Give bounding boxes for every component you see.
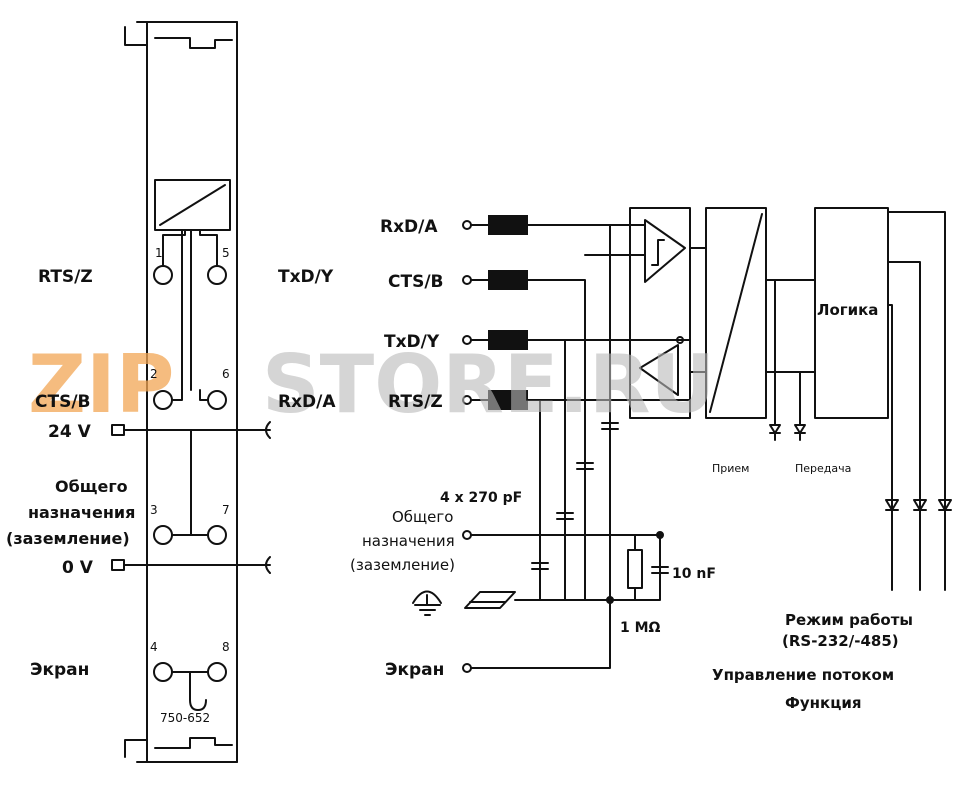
label-0v: 0 V: [62, 558, 94, 578]
led-mode: [885, 499, 899, 511]
terminal-1: [153, 265, 173, 285]
sch-common-line3: (заземление): [350, 556, 455, 574]
label-tx: Передача: [795, 462, 851, 475]
converter-leads: [162, 229, 218, 251]
label-1mohm: 1 MΩ: [620, 620, 661, 636]
label-caps: 4 x 270 pF: [440, 490, 522, 506]
label-function: Функция: [785, 694, 861, 712]
watermark-store: STORE.RU: [262, 338, 715, 431]
resistor-1mohm: [627, 549, 643, 589]
label-cts-b: CTS/B: [35, 392, 90, 412]
label-common-line3: (заземление): [6, 529, 130, 548]
terminal-6: [207, 390, 227, 410]
receiver-buffer: [644, 219, 686, 283]
isolator-box: [705, 207, 767, 419]
module-model: 750-652: [160, 711, 210, 725]
pin-cts-b: CTS/B: [388, 272, 443, 292]
choke-cts: [488, 270, 528, 290]
choke-txd: [488, 330, 528, 350]
wire-txd: [470, 339, 691, 511]
din-rail-icon: [464, 591, 516, 609]
rail-0v: [123, 556, 271, 574]
transceiver-box: [629, 207, 691, 419]
pin-txd-y: TxD/Y: [384, 332, 440, 352]
shield-link: [171, 671, 209, 711]
terminal-4: [153, 662, 173, 682]
choke-rts: [488, 390, 528, 410]
capacitors-270pf: [531, 422, 619, 570]
label-common-line1: Общего: [55, 477, 128, 496]
label-rx: Прием: [712, 462, 749, 475]
converter-block: [154, 179, 231, 231]
term-num-8: 8: [222, 640, 230, 654]
terminal-5: [207, 265, 227, 285]
logic-box: [814, 207, 889, 419]
driver-buffer: [639, 344, 679, 396]
converter-diagonal: [159, 184, 226, 226]
pin-rxd-a: RxD/A: [380, 217, 438, 237]
label-txd-y: TxD/Y: [278, 267, 334, 287]
label-rts-z: RTS/Z: [38, 267, 93, 287]
sch-common-line1: Общего: [392, 508, 453, 526]
led-flow: [913, 499, 927, 511]
term-num-2: 2: [150, 367, 158, 381]
led-tx: [794, 424, 806, 441]
terminal-3: [153, 525, 173, 545]
choke-rxd: [488, 215, 528, 235]
term-num-5: 5: [222, 246, 230, 260]
wire-rxd: [470, 224, 646, 421]
schmitt-symbol: [651, 239, 665, 266]
term-num-1: 1: [155, 246, 163, 260]
module-outline: [124, 21, 238, 763]
label-logic: Логика: [817, 301, 878, 319]
converter-bus: [181, 229, 192, 391]
capacitor-10nf: [651, 566, 669, 574]
led-rx: [769, 424, 781, 441]
wire-rts: [470, 399, 691, 561]
label-flow: Управление потоком: [712, 666, 894, 684]
terminal-7: [207, 525, 227, 545]
label-common-line2: назначения: [28, 503, 135, 522]
term-num-7: 7: [222, 503, 230, 517]
label-mode-line2: (RS-232/-485): [782, 632, 899, 650]
led-function: [938, 499, 952, 511]
pin-rts-z: RTS/Z: [388, 392, 443, 412]
watermark-zip: ZIP: [28, 338, 174, 431]
label-24v: 24 V: [48, 422, 92, 442]
terminal-8: [207, 662, 227, 682]
connector-0v: [111, 559, 125, 571]
sch-common-line2: назначения: [362, 532, 455, 550]
label-rxd-a: RxD/A: [278, 392, 336, 412]
rail-24v: [123, 421, 271, 439]
term-num-6: 6: [222, 367, 230, 381]
label-shield-left: Экран: [30, 660, 89, 680]
pin-circles: [462, 220, 472, 673]
term-num-3: 3: [150, 503, 158, 517]
label-10nf: 10 nF: [672, 566, 716, 582]
earth-symbol: [412, 590, 442, 616]
term-num-4: 4: [150, 640, 158, 654]
label-mode-line1: Режим работы: [785, 611, 913, 629]
label-shield-right: Экран: [385, 660, 444, 680]
